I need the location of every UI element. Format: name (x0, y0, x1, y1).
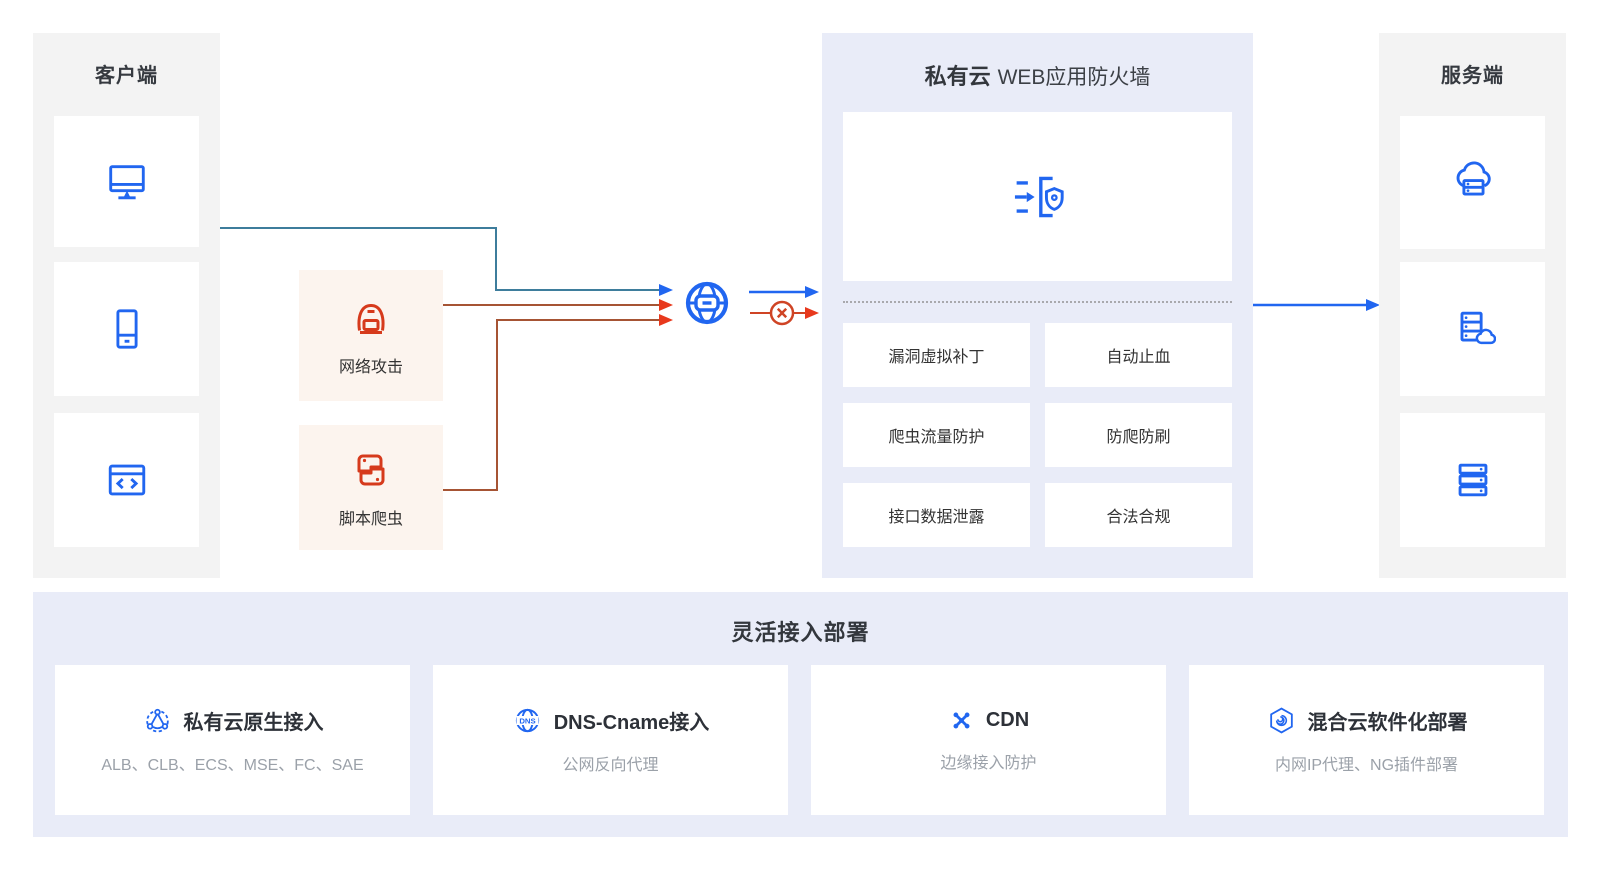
browser-code-icon (104, 457, 150, 503)
deploy-card-title: DNS-Cname接入 (553, 712, 710, 734)
deploy-card-cdn: CDN 边缘接入防护 (811, 665, 1166, 815)
deploy-card-title: 私有云原生接入 (183, 712, 324, 734)
waf-feature: 防爬防刷 (1045, 403, 1232, 467)
crawler-icon (347, 446, 395, 494)
client-panel: 客户端 (33, 33, 220, 578)
threat-label: 脚本爬虫 (338, 511, 403, 528)
server-cloud-icon (1450, 306, 1496, 352)
threat-label: 网络攻击 (338, 359, 403, 376)
deployment-panel: 灵活接入部署 私有云原生接入 ALB、CLB、ECS、MSE、FC、SAE (33, 592, 1568, 837)
waf-feature: 漏洞虚拟补丁 (843, 323, 1030, 387)
deploy-card-title: CDN (985, 709, 1030, 731)
hacker-icon (347, 294, 395, 342)
waf-gateway-icon (1011, 170, 1065, 224)
client-panel-title: 客户端 (95, 65, 158, 87)
deploy-card-subtitle: 公网反向代理 (562, 757, 659, 774)
server-panel-title: 服务端 (1441, 65, 1504, 87)
waf-feature: 自动止血 (1045, 323, 1232, 387)
waf-panel: 私有云 WEB应用防火墙 漏洞虚拟补丁 自动止血 爬虫流量防护 防爬防刷 接口数据… (822, 33, 1253, 578)
deploy-card-subtitle: 边缘接入防护 (940, 755, 1037, 772)
svg-text:DNS: DNS (519, 716, 535, 725)
globe-icon (685, 281, 729, 325)
deployment-title: 灵活接入部署 (731, 620, 870, 645)
waf-title-strong: 私有云 (924, 64, 991, 89)
cdn-icon (948, 707, 975, 734)
client-card-mobile (54, 262, 199, 396)
hybrid-icon (1266, 705, 1297, 736)
waf-feature: 接口数据泄露 (843, 483, 1030, 547)
waf-panel-title: 私有云 WEB应用防火墙 (822, 59, 1253, 91)
deploy-card-subtitle: ALB、CLB、ECS、MSE、FC、SAE (101, 757, 364, 774)
waf-core-box (843, 112, 1232, 281)
waf-feature: 合法合规 (1045, 483, 1232, 547)
server-card-server-stack (1400, 413, 1545, 547)
waf-feature: 爬虫流量防护 (843, 403, 1030, 467)
mobile-icon (104, 306, 150, 352)
server-card-cloud-server (1400, 116, 1545, 249)
deploy-card-private-cloud-native: 私有云原生接入 ALB、CLB、ECS、MSE、FC、SAE (55, 665, 410, 815)
cloud-server-icon (1450, 160, 1496, 206)
waf-title-rest: WEB应用防火墙 (997, 66, 1151, 89)
server-card-server-cloud (1400, 262, 1545, 396)
threat-script-crawler: 脚本爬虫 (299, 425, 443, 550)
dns-icon: DNS (512, 705, 543, 736)
threat-network-attack: 网络攻击 (299, 270, 443, 401)
blocked-icon (769, 300, 795, 326)
deploy-card-subtitle: 内网IP代理、NG插件部署 (1274, 757, 1459, 774)
deploy-card-hybrid-cloud: 混合云软件化部署 内网IP代理、NG插件部署 (1189, 665, 1544, 815)
waf-divider (843, 301, 1232, 303)
desktop-icon (104, 159, 150, 205)
client-card-browser (54, 413, 199, 547)
server-panel: 服务端 (1379, 33, 1566, 578)
deploy-card-title: 混合云软件化部署 (1307, 712, 1468, 734)
deploy-card-dns-cname: DNS DNS-Cname接入 公网反向代理 (433, 665, 788, 815)
client-card-desktop (54, 116, 199, 247)
cluster-icon (142, 705, 173, 736)
server-stack-icon (1450, 457, 1496, 503)
